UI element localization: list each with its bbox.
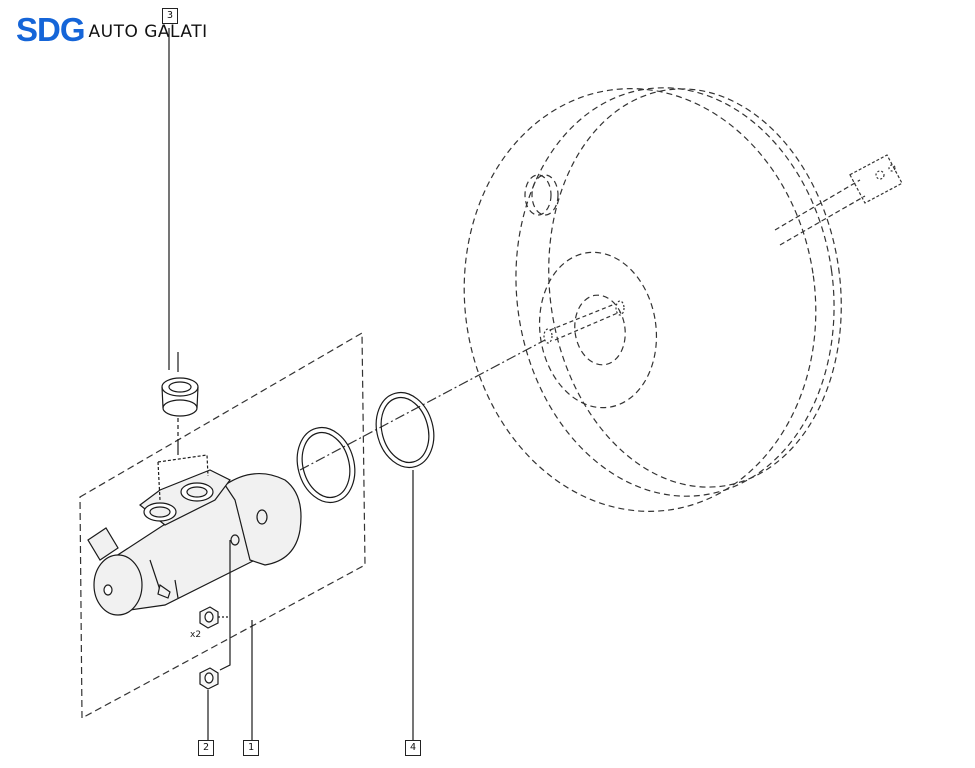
brand-name: AUTO GALATI [88,22,208,42]
logo-mark: SDG [16,10,86,48]
brand-logo: SDG AUTO GALATI [16,12,208,46]
brake-booster [463,87,842,512]
callout-2: 2 [198,740,214,756]
stud-guide-line [219,540,231,671]
seal-ring [296,426,356,504]
nut-upper [199,606,230,629]
o-ring-part-4 [375,391,435,469]
nut-lower [199,667,219,690]
quantity-label: x2 [190,630,202,640]
port-guide-lines [157,454,209,501]
callout-1: 1 [243,740,259,756]
callout-4: 4 [405,740,421,756]
centre-axis [299,339,546,471]
booster-pushrod [543,154,903,344]
reservoir-grommet-part-3 [161,352,199,440]
callout-3: 3 [162,8,178,24]
master-cylinder-part-1 [87,469,302,616]
